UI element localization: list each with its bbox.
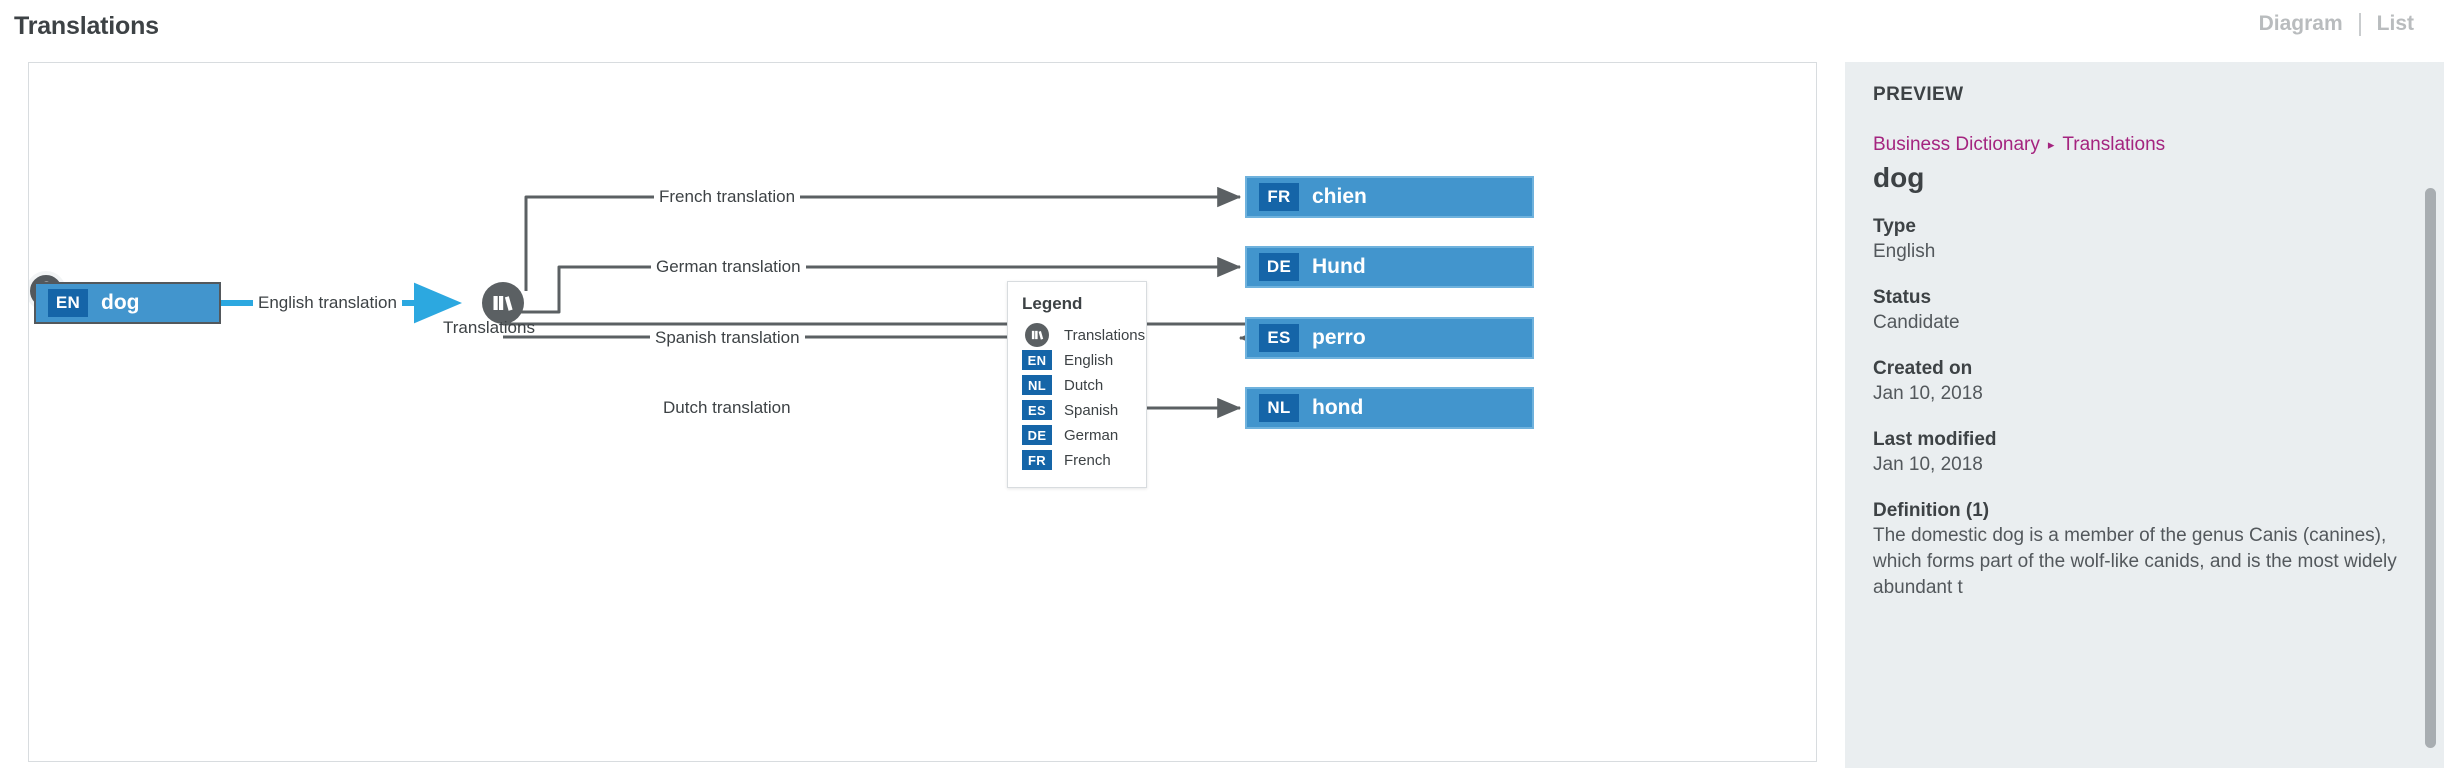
chevron-right-icon: ▸ (2047, 136, 2055, 152)
node-target-es-perro[interactable]: ES perro (1245, 317, 1534, 359)
edge-label-english-translation: English translation (253, 293, 402, 313)
legend-item-dutch: NL Dutch (1022, 373, 1132, 397)
books-icon (1025, 323, 1049, 347)
lang-tag-fr: FR (1022, 450, 1052, 470)
lang-tag-nl: NL (1022, 375, 1052, 395)
legend-label-french: French (1064, 451, 1111, 469)
node-hub-translations[interactable] (482, 282, 524, 324)
field-label-created-on: Created on (1873, 358, 1973, 379)
view-switch-divider (2358, 12, 2361, 36)
diagram-edges (220, 186, 1353, 419)
node-label-chien: chien (1312, 185, 1367, 208)
lang-tag-de: DE (1022, 425, 1052, 445)
legend-label-translations: Translations (1064, 326, 1146, 344)
preview-scrollbar-thumb[interactable] (2425, 188, 2436, 748)
tab-diagram[interactable]: Diagram (2258, 12, 2343, 35)
edge-label-dutch-translation: Dutch translation (658, 398, 796, 418)
legend-label-english: English (1064, 351, 1114, 369)
books-icon (493, 296, 513, 311)
field-value-type: English (1873, 241, 1936, 262)
breadcrumb-item-translations[interactable]: Translations (2062, 134, 2166, 155)
legend-item-translations: Translations (1022, 323, 1145, 347)
preview-panel: PREVIEW Business Dictionary ▸ Translations… (1845, 62, 2444, 768)
node-target-nl-hond[interactable]: NL hond (1245, 387, 1534, 429)
lang-tag-en: EN (48, 289, 88, 317)
field-label-definition-text: Definition (1873, 500, 1961, 521)
legend-panel: Legend Translations EN English NL Dutch … (1007, 281, 1147, 488)
field-type: Type English (1873, 214, 2404, 265)
field-created-on: Created on Jan 10, 2018 (1873, 356, 2404, 407)
field-last-modified: Last modified Jan 10, 2018 (1873, 427, 2404, 478)
legend-item-spanish: ES Spanish (1022, 398, 1132, 422)
breadcrumb-item-business-dictionary[interactable]: Business Dictionary (1873, 134, 2040, 155)
field-label-last-modified: Last modified (1873, 429, 1997, 450)
lang-tag-de: DE (1259, 253, 1299, 281)
edge-german-translation (503, 256, 1242, 314)
lang-tag-nl: NL (1259, 394, 1299, 422)
lang-tag-es: ES (1022, 400, 1052, 420)
legend-label-spanish: Spanish (1064, 401, 1119, 419)
node-label-translations: Translations (443, 318, 535, 337)
preview-scrollbar-track[interactable] (2425, 62, 2440, 768)
view-switcher: Diagram List (2243, 12, 2430, 36)
field-label-definition: Definition (1) (1873, 498, 2404, 523)
preview-heading: PREVIEW (1873, 84, 1964, 105)
field-label-status: Status (1873, 287, 1932, 308)
definition-count: (1) (1965, 500, 1990, 521)
field-label-type: Type (1873, 216, 1916, 237)
node-label-hond: hond (1312, 396, 1364, 419)
field-value-status: Candidate (1873, 312, 1960, 333)
node-target-fr-chien[interactable]: FR chien (1245, 176, 1534, 218)
node-target-de-hund[interactable]: DE Hund (1245, 246, 1534, 288)
lang-tag-es: ES (1259, 324, 1299, 352)
edge-label-spanish-translation: Spanish translation (650, 328, 805, 348)
field-status: Status Candidate (1873, 285, 2404, 336)
legend-item-german: DE German (1022, 423, 1132, 447)
edge-label-french-translation: French translation (654, 187, 801, 207)
legend-item-french: FR French (1022, 448, 1132, 472)
lang-tag-fr: FR (1259, 183, 1299, 211)
edge-french-translation (524, 186, 1242, 291)
edge-label-german-translation: German translation (651, 257, 806, 277)
field-value-last-modified: Jan 10, 2018 (1873, 454, 1983, 475)
tab-list[interactable]: List (2376, 12, 2414, 35)
node-source-en-dog[interactable]: EN dog (34, 282, 221, 324)
field-definition: Definition (1) The domestic dog is a mem… (1873, 498, 2404, 601)
diagram-canvas[interactable]: EN dog English translation Translations … (28, 62, 1817, 762)
node-label-perro: perro (1312, 326, 1366, 349)
field-value-created-on: Jan 10, 2018 (1873, 383, 1983, 404)
page-header: Translations Diagram List (0, 0, 2444, 62)
legend-label-dutch: Dutch (1064, 376, 1104, 394)
page-title: Translations (14, 12, 159, 40)
node-label-hund: Hund (1312, 255, 1366, 278)
breadcrumb: Business Dictionary ▸ Translations (1873, 134, 2404, 156)
lang-tag-en: EN (1022, 350, 1052, 370)
field-value-definition: The domestic dog is a member of the genu… (1873, 525, 2397, 598)
node-label-dog: dog (101, 291, 140, 314)
entity-title: dog (1873, 162, 1925, 193)
legend-label-german: German (1064, 426, 1119, 444)
legend-title: Legend (1022, 294, 1083, 313)
legend-item-english: EN English (1022, 348, 1132, 372)
